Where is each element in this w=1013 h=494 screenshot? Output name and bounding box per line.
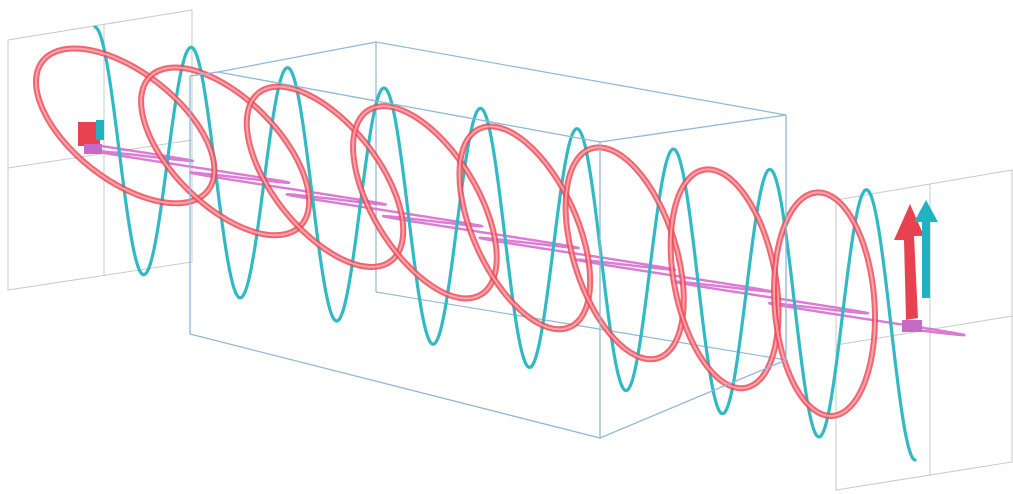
cyan-wave-line [93, 25, 917, 462]
resultant-polarization-helix [33, 45, 878, 419]
output-cyan-arrow-icon [914, 200, 938, 298]
crystal-box-back [217, 41, 787, 361]
input-cyan-arrow-icon [96, 120, 104, 140]
vertical-wave-component [93, 25, 917, 462]
red-helix-highlight [458, 125, 592, 331]
input-field-arrows [78, 120, 104, 154]
crystal-box [189, 71, 787, 439]
magenta-wave-line [92, 143, 966, 337]
red-helix-highlight [35, 47, 216, 205]
output-red-arrow-icon [894, 204, 924, 320]
output-field-arrows [894, 200, 938, 332]
input-red-arrow-icon [78, 122, 100, 146]
output-magenta-arrow-icon [902, 320, 922, 332]
red-helix-highlight [773, 191, 876, 417]
red-helix-highlight [245, 85, 405, 268]
input-magenta-arrow-icon [84, 144, 102, 154]
horizontal-wave-component [92, 143, 966, 337]
red-helix-highlight [352, 105, 498, 300]
